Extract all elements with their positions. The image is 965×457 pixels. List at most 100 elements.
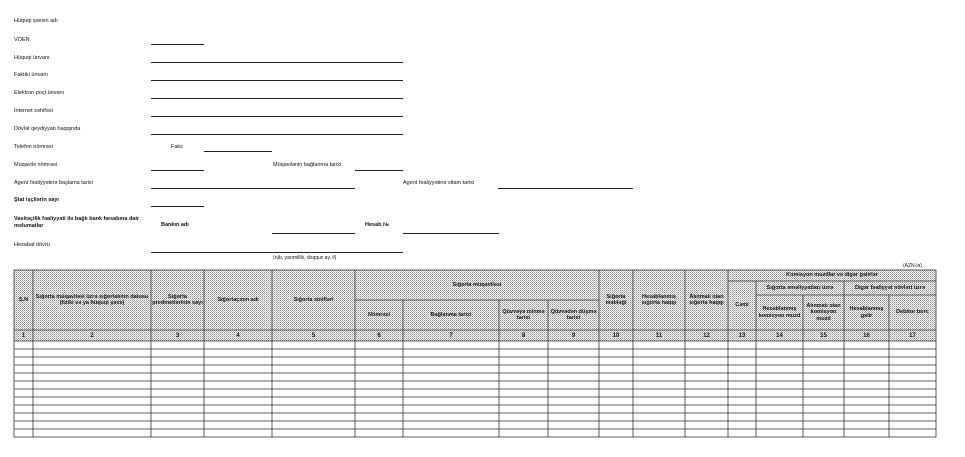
table-cell[interactable] (728, 341, 756, 349)
table-cell[interactable] (803, 365, 844, 373)
table-cell[interactable] (685, 373, 728, 381)
table-cell[interactable] (204, 421, 272, 429)
activity-start-field[interactable] (151, 188, 355, 189)
table-cell[interactable] (685, 349, 728, 357)
table-cell[interactable] (272, 365, 355, 373)
table-cell[interactable] (548, 389, 599, 397)
table-cell[interactable] (403, 365, 499, 373)
table-cell[interactable] (728, 357, 756, 365)
table-cell[interactable] (756, 405, 803, 413)
table-cell[interactable] (403, 413, 499, 421)
table-cell[interactable] (151, 341, 204, 349)
table-cell[interactable] (33, 341, 151, 349)
table-cell[interactable] (33, 413, 151, 421)
table-cell[interactable] (355, 389, 403, 397)
table-cell[interactable] (685, 365, 728, 373)
table-cell[interactable] (355, 413, 403, 421)
table-cell[interactable] (599, 373, 633, 381)
table-cell[interactable] (33, 373, 151, 381)
table-cell[interactable] (728, 373, 756, 381)
table-cell[interactable] (889, 429, 936, 437)
table-cell[interactable] (14, 421, 33, 429)
table-cell[interactable] (548, 357, 599, 365)
table-cell[interactable] (756, 413, 803, 421)
legal-address-field[interactable] (151, 62, 403, 63)
table-cell[interactable] (844, 413, 889, 421)
table-cell[interactable] (355, 429, 403, 437)
table-cell[interactable] (599, 341, 633, 349)
table-cell[interactable] (355, 381, 403, 389)
table-cell[interactable] (633, 413, 685, 421)
report-period-field[interactable] (151, 252, 403, 253)
table-cell[interactable] (728, 389, 756, 397)
table-cell[interactable] (756, 365, 803, 373)
table-cell[interactable] (633, 389, 685, 397)
table-cell[interactable] (499, 357, 548, 365)
table-cell[interactable] (599, 405, 633, 413)
table-cell[interactable] (204, 341, 272, 349)
table-cell[interactable] (33, 429, 151, 437)
table-cell[interactable] (33, 349, 151, 357)
table-cell[interactable] (633, 421, 685, 429)
table-cell[interactable] (548, 365, 599, 373)
table-cell[interactable] (355, 373, 403, 381)
table-cell[interactable] (633, 397, 685, 405)
table-cell[interactable] (599, 429, 633, 437)
table-cell[interactable] (889, 373, 936, 381)
table-cell[interactable] (204, 357, 272, 365)
table-cell[interactable] (756, 397, 803, 405)
table-cell[interactable] (403, 341, 499, 349)
table-cell[interactable] (803, 341, 844, 349)
table-cell[interactable] (151, 373, 204, 381)
table-cell[interactable] (633, 341, 685, 349)
website-field[interactable] (151, 116, 403, 117)
table-cell[interactable] (889, 397, 936, 405)
contract-number-field[interactable] (151, 170, 204, 171)
table-cell[interactable] (151, 421, 204, 429)
table-cell[interactable] (685, 429, 728, 437)
table-cell[interactable] (204, 373, 272, 381)
table-cell[interactable] (14, 357, 33, 365)
table-cell[interactable] (33, 421, 151, 429)
bank-name-field[interactable] (272, 233, 355, 234)
table-cell[interactable] (272, 389, 355, 397)
table-cell[interactable] (14, 405, 33, 413)
table-cell[interactable] (889, 413, 936, 421)
table-cell[interactable] (151, 413, 204, 421)
registry-field[interactable] (151, 134, 403, 135)
table-cell[interactable] (272, 405, 355, 413)
table-cell[interactable] (803, 357, 844, 365)
table-cell[interactable] (272, 341, 355, 349)
table-cell[interactable] (803, 429, 844, 437)
table-cell[interactable] (204, 389, 272, 397)
table-cell[interactable] (204, 413, 272, 421)
table-cell[interactable] (889, 389, 936, 397)
table-cell[interactable] (844, 349, 889, 357)
table-cell[interactable] (272, 357, 355, 365)
table-cell[interactable] (548, 413, 599, 421)
table-cell[interactable] (355, 365, 403, 373)
table-cell[interactable] (272, 413, 355, 421)
table-cell[interactable] (33, 405, 151, 413)
table-cell[interactable] (355, 357, 403, 365)
table-cell[interactable] (685, 341, 728, 349)
table-cell[interactable] (204, 349, 272, 357)
table-cell[interactable] (685, 389, 728, 397)
table-cell[interactable] (151, 381, 204, 389)
table-cell[interactable] (844, 365, 889, 373)
table-cell[interactable] (728, 429, 756, 437)
table-cell[interactable] (403, 381, 499, 389)
table-cell[interactable] (889, 357, 936, 365)
table-cell[interactable] (403, 357, 499, 365)
table-cell[interactable] (499, 341, 548, 349)
table-cell[interactable] (633, 381, 685, 389)
table-cell[interactable] (803, 349, 844, 357)
table-cell[interactable] (685, 381, 728, 389)
table-cell[interactable] (151, 429, 204, 437)
table-cell[interactable] (844, 429, 889, 437)
table-cell[interactable] (499, 365, 548, 373)
table-cell[interactable] (499, 421, 548, 429)
table-cell[interactable] (33, 381, 151, 389)
table-cell[interactable] (204, 397, 272, 405)
table-cell[interactable] (403, 389, 499, 397)
